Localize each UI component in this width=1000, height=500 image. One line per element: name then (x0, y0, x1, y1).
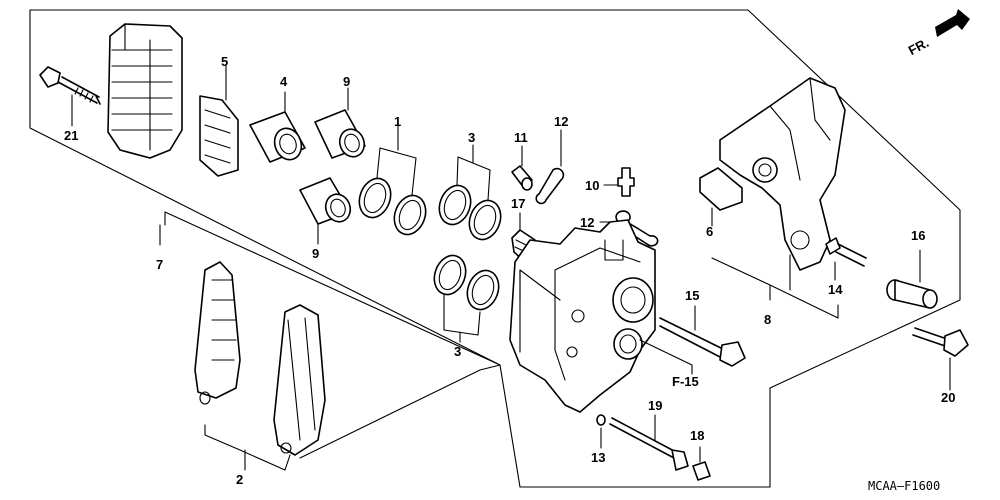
callout-8: 8 (764, 312, 771, 327)
callout-17: 17 (511, 196, 525, 211)
caliper-bracket-8 (711, 77, 846, 319)
piston-9-bottom (299, 177, 352, 245)
callout-10: 10 (585, 178, 599, 193)
pad-spring-5 (199, 65, 239, 177)
callout-15: 15 (685, 288, 699, 303)
callout-7: 7 (156, 257, 163, 272)
frame-outline (29, 9, 961, 488)
callout-18: 18 (690, 428, 704, 443)
cap-18 (692, 446, 711, 481)
bolt-21 (39, 66, 101, 127)
figure-code: MCAA—F1600 (868, 479, 940, 493)
callout-9-bottom: 9 (312, 246, 319, 261)
piston-4 (249, 91, 306, 163)
callout-4: 4 (280, 74, 288, 89)
callout-6: 6 (706, 224, 713, 239)
ref-label: F-15 (672, 374, 699, 389)
callout-16: 16 (911, 228, 925, 243)
callout-9-top: 9 (343, 74, 350, 89)
direction-label: FR. (906, 35, 932, 58)
callout-12-mid: 12 (580, 215, 594, 230)
callout-13: 13 (591, 450, 605, 465)
bleeder-cap-11 (511, 145, 533, 191)
bleed-valve-10 (603, 167, 635, 197)
callout-21: 21 (64, 128, 78, 143)
callout-2: 2 (236, 472, 243, 487)
pin-bolt-16 (886, 249, 938, 309)
brake-pad-rear (273, 304, 326, 456)
callout-12-top: 12 (554, 114, 568, 129)
callout-5: 5 (221, 54, 228, 69)
leader-lines (159, 211, 561, 471)
callout-1: 1 (394, 114, 401, 129)
callout-19: 19 (648, 398, 662, 413)
pipe-12-top (535, 129, 565, 205)
bolt-20 (912, 327, 969, 391)
pin-19 (609, 414, 689, 471)
pin-15 (639, 305, 746, 375)
callout-3-bottom: 3 (454, 344, 461, 359)
caliper-body (509, 219, 656, 413)
pad-shim-6 (699, 167, 743, 227)
piston-seal-set-1 (358, 124, 427, 236)
callout-11: 11 (514, 130, 528, 145)
callout-3-top: 3 (468, 130, 475, 145)
piston-9-top (314, 87, 366, 159)
bolt-14 (825, 237, 867, 281)
piston-seal-set-3-bottom (433, 254, 500, 343)
brake-pad-front (194, 261, 241, 405)
callout-20: 20 (941, 390, 955, 405)
callout-14: 14 (828, 282, 843, 297)
pad-spring-plate (107, 23, 183, 159)
piston-seal-set-3-top (438, 144, 502, 241)
front-arrow-icon: FR. (906, 9, 970, 58)
washer-13 (596, 414, 606, 449)
